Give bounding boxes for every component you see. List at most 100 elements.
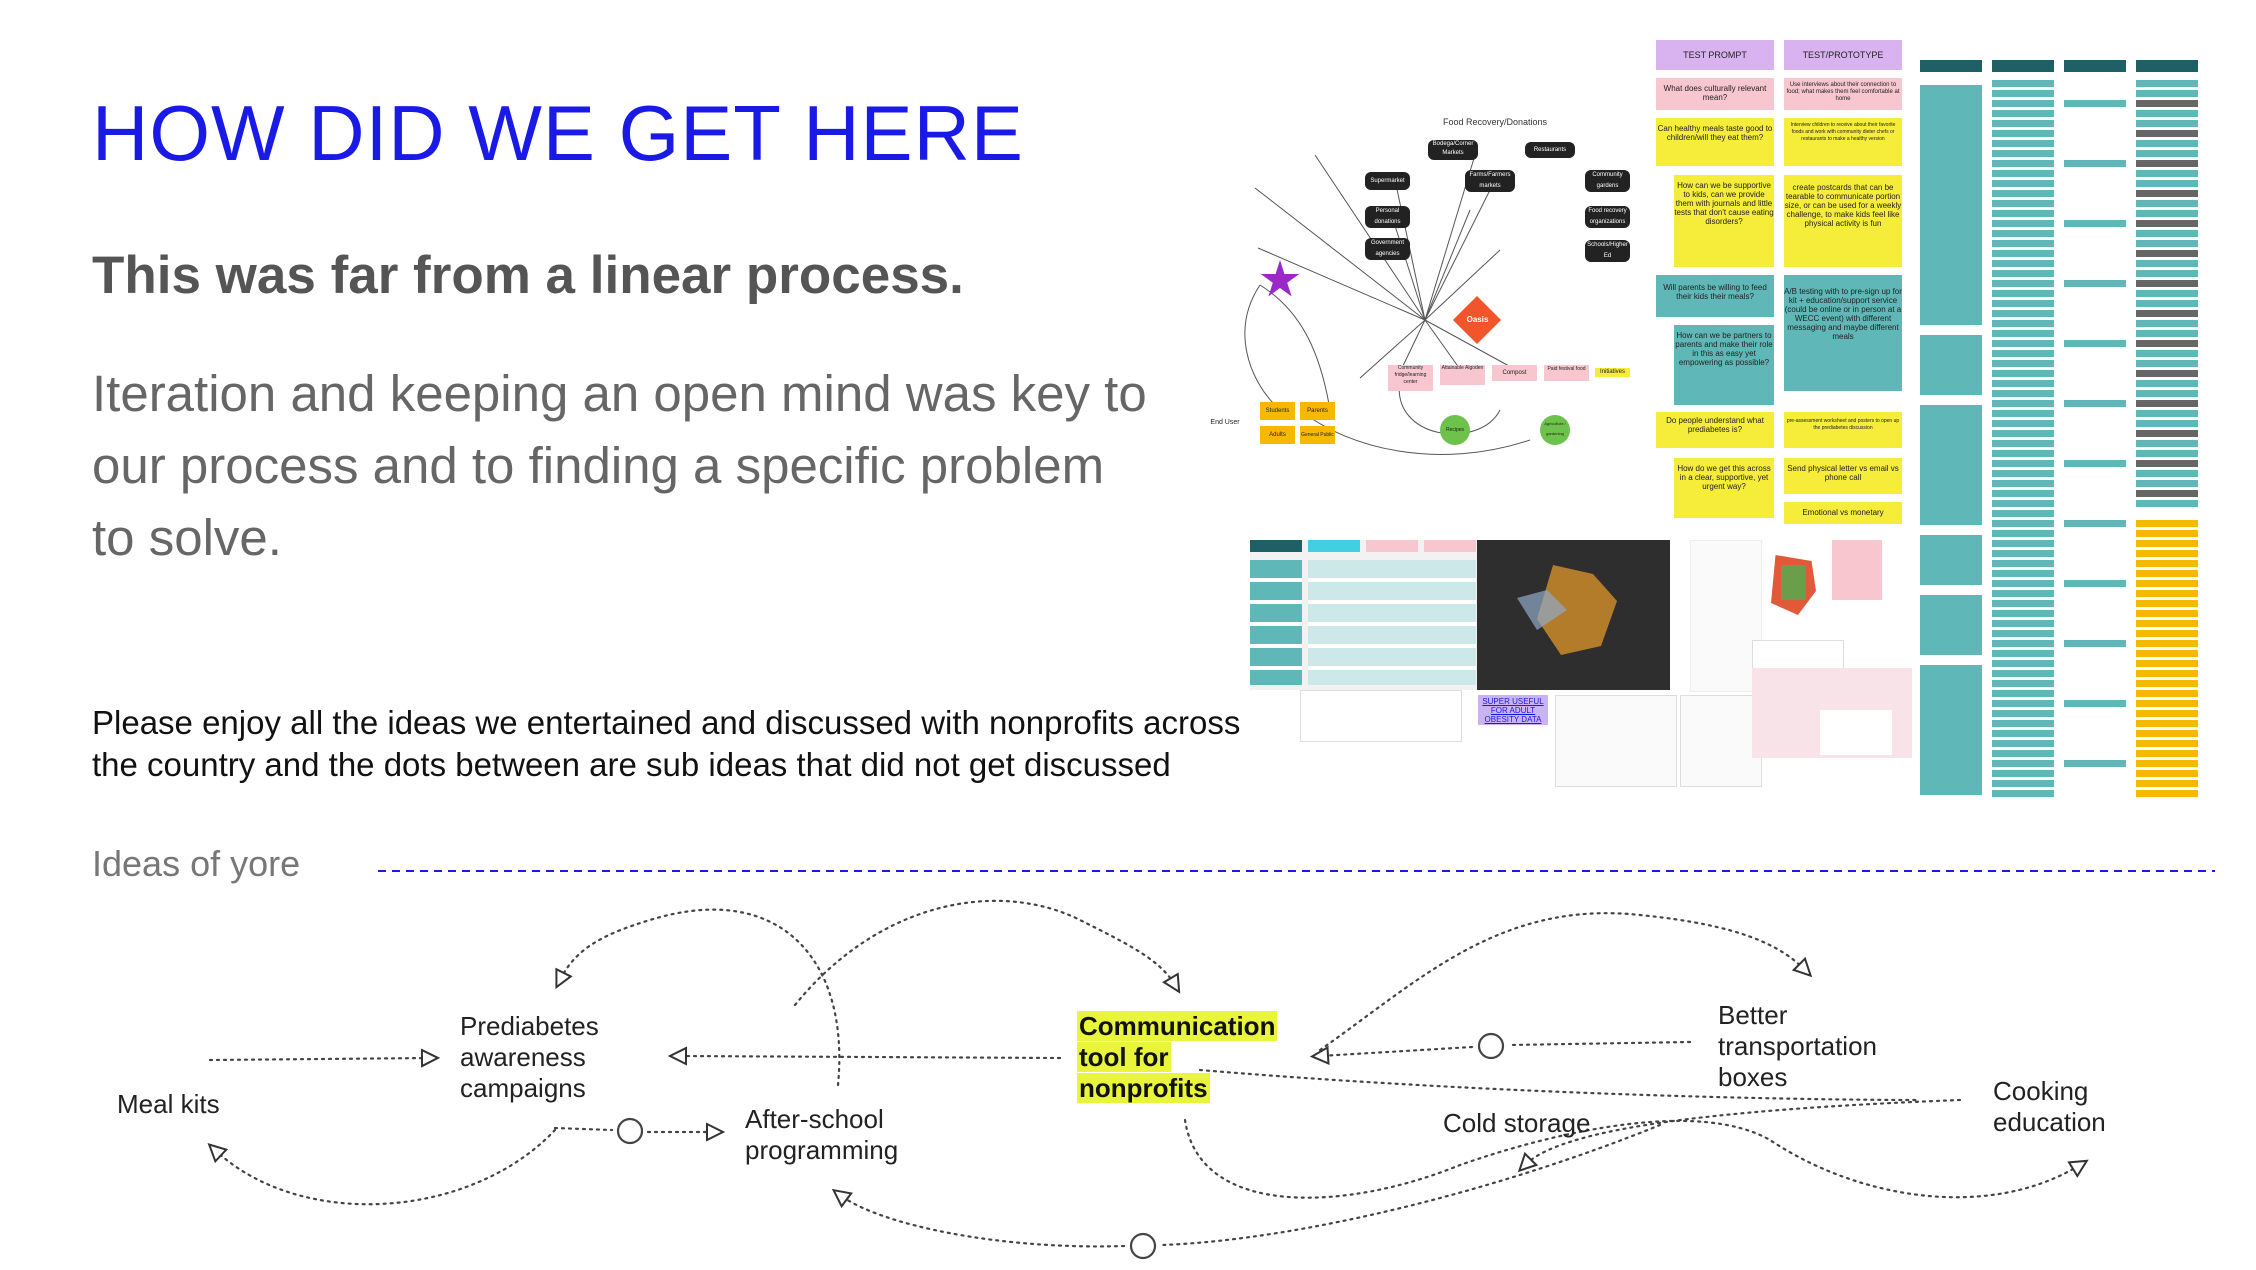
page-title: HOW DID WE GET HERE [92,89,1024,177]
prompt-right: Interview children to receive about thei… [1784,118,1902,166]
mindmap-thumbnail: Food Recovery/Donations Bodega/Corner Ma… [1200,110,1630,490]
idea-cooking-education: Cooking education [1993,1076,2106,1138]
table-thumbnail [1250,540,1480,690]
matrix-header-row [1920,60,2220,72]
idea-after-school: After-school programming [745,1104,898,1166]
dashboard-thumbnail [1680,695,1762,787]
idea-line: Cooking [1993,1076,2089,1106]
mindmap-end-user-label: End User [1210,419,1240,426]
idea-line: Communication [1077,1011,1278,1041]
highlight-thumbnail: SUPER USEFUL FOR ADULT OBESITY DATA [1478,695,1548,725]
mindmap-header: Food Recovery/Donations [1442,118,1548,127]
prompt-left: How do we get this across in a clear, su… [1674,458,1774,518]
mindmap-initiative: Attainable Algoden [1440,365,1485,385]
map-thumbnail [1477,540,1670,690]
prompt-left: What does culturally relevant mean? [1656,78,1774,110]
subidea-dot [1477,1032,1505,1060]
checklist-thumbnail [1690,540,1762,692]
mindmap-center: Oasis [1466,315,1489,324]
arrow-prediabetes-mealkits [207,1128,557,1206]
matrix-column [1992,80,2054,800]
mindmap-node: Farms/Farmers markets [1465,170,1515,192]
idea-communication-tool: Communication tool for nonprofits [1077,1011,1278,1104]
note-thumbnail [1832,540,1882,600]
mindmap-initiatives-label: Initiatives [1595,368,1630,377]
note-text: Please enjoy all the ideas we entertaine… [92,704,1241,783]
mindmap-node: Supermarket [1365,172,1410,190]
prompt-right: A/B testing with to pre-sign up for kit … [1784,275,1902,391]
mindmap-node: Bodega/Corner Markets [1428,140,1478,160]
idea-line: education [1993,1107,2106,1137]
matrix-block [1920,665,1982,795]
matrix-block [1920,405,1982,525]
research-matrix-thumbnail [1920,55,2220,800]
subidea-dot [1129,1232,1157,1260]
matrix-column [2136,80,2198,510]
idea-line: transportation [1718,1031,1877,1061]
mindmap-green-node: Agriculture / gardening [1540,415,1570,445]
prompt-header: TEST/PROTOTYPE [1784,40,1902,70]
prompt-right: Use interviews about their connection to… [1784,78,1902,110]
mindmap-initiative: Paid festival food [1544,365,1589,381]
arrow-communication-cooking-arc [1183,1118,2089,1199]
prompt-right: create postcards that can be tearable to… [1784,175,1902,267]
table-thumbnail [1300,690,1462,742]
prompt-right: pre-assessment worksheet and posters to … [1784,412,1902,448]
prompt-header: TEST PROMPT [1656,40,1774,70]
body-text: Iteration and keeping an open mind was k… [92,365,1147,566]
section-label: Ideas of yore [92,843,301,884]
idea-meal-kits: Meal kits [117,1089,220,1119]
prompt-left: Will parents be willing to feed their ki… [1656,275,1774,317]
idea-cold-storage: Cold storage [1443,1108,1591,1138]
matrix-block [1920,335,1982,395]
matrix-column [2064,80,2126,800]
arrow-communication-cooking [1198,1068,1922,1102]
mindmap-node: Food recovery organizations [1585,206,1630,228]
arrow-coldstorage-afterschool [1160,1123,1662,1247]
arrow-prediabetes-afterschool [553,1126,614,1132]
idea-transportation: Better transportation boxes [1718,1000,1877,1093]
mindmap-node: Government agencies [1365,238,1410,260]
mindmap-node: Community gardens [1585,170,1630,192]
prompt-left: How can we be supportive to kids, can we… [1674,175,1774,267]
mindmap-end-user: Parents [1300,402,1335,420]
mindmap-end-user: Students [1260,402,1295,420]
subidea-dot [616,1117,644,1145]
mindmap-end-user: General Public [1300,426,1335,444]
idea-line: campaigns [460,1073,586,1103]
mindmap-end-user: Adults [1260,426,1295,444]
idea-line: boxes [1718,1062,1788,1092]
idea-line: tool for [1077,1042,1171,1072]
mindmap-initiative: Compost [1492,365,1537,381]
mindmap-initiative: Community fridge/learning center [1388,365,1433,391]
matrix-block [1920,535,1982,585]
page-subtitle: This was far from a linear process. [92,246,964,305]
arrow-mealkits-prediabetes [208,1048,441,1068]
arrow-afterschool-communication [793,899,1181,1007]
mindmap-node: Restaurants [1525,142,1575,158]
arrow-communication-prediabetes [667,1046,1062,1066]
dashboard-thumbnail [1555,695,1677,787]
prompt-board-thumbnail: TEST PROMPT TEST/PROTOTYPE What does cul… [1656,40,1908,530]
mindmap-node: Schools/Higher Ed [1585,240,1630,262]
mindmap-green-node: Recipes [1440,415,1470,445]
mindmap-node: Personal donations [1365,206,1410,228]
idea-line: Better [1718,1000,1788,1030]
idea-line: After-school [745,1104,884,1134]
matrix-column [2136,520,2198,800]
arrow-transportation-communication [1508,1040,1692,1047]
arrow-afterschool-prediabetes [555,908,841,1087]
prompt-left: How can we be partners to parents and ma… [1674,325,1774,405]
choropleth-thumbnail [1766,540,1826,630]
dashboard-label: SUPER USEFUL FOR ADULT OBESITY DATA [1482,697,1544,724]
idea-prediabetes: Prediabetes awareness campaigns [460,1011,599,1104]
idea-line: awareness [460,1042,586,1072]
prompt-right: Emotional vs monetary [1784,502,1902,524]
prompt-left: Can healthy meals taste good to children… [1656,118,1774,166]
prompt-right: Send physical letter vs email vs phone c… [1784,458,1902,494]
matrix-block [1920,595,1982,655]
idea-line: programming [745,1135,899,1165]
arrow-cooking-coldstorage [1517,1098,1962,1173]
prompt-left: Do people understand what prediabetes is… [1656,412,1774,448]
